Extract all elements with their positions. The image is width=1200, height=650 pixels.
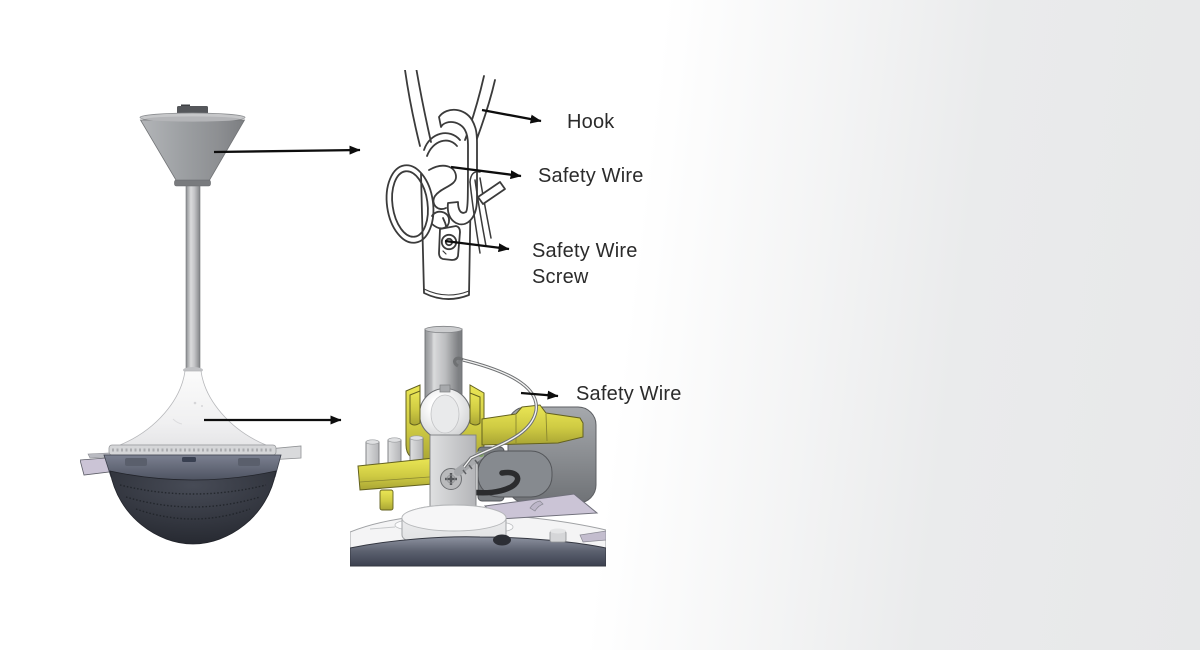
safety-wire-cable [453, 356, 538, 469]
mount-arm [481, 404, 584, 446]
safety-wire [385, 132, 461, 244]
safety-wire-top-label: Safety Wire [538, 165, 644, 187]
allen-key [477, 181, 506, 205]
hook-detail-svg [385, 70, 506, 300]
safety-wire-screw [438, 225, 461, 261]
terminal-block [357, 435, 446, 511]
fan-overview-svg [80, 104, 302, 545]
fan-overview-illustration [80, 103, 310, 563]
hook-detail-illustration [383, 70, 518, 305]
mount-ring [108, 444, 277, 456]
hanger-bracket-straps [404, 70, 496, 147]
hook-label: Hook [567, 111, 615, 133]
motor-dome [109, 470, 277, 545]
lower-band [350, 528, 606, 567]
downrod-mount-detail-illustration [350, 323, 606, 567]
safety-wire-bottom-label: Safety Wire [576, 383, 682, 405]
mount-detail-svg [350, 325, 606, 567]
motor-housing-cone [119, 367, 267, 446]
downrod [185, 185, 201, 371]
safety-wire-screw-label: Safety Wire Screw [532, 240, 638, 288]
canopy [139, 104, 246, 187]
